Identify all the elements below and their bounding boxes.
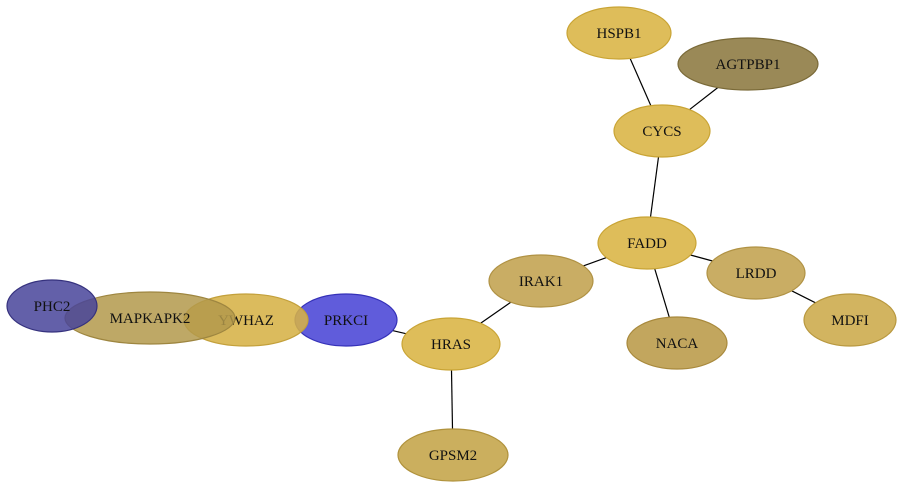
node-label: IRAK1 (519, 274, 563, 290)
node-gpsm2[interactable]: GPSM2 (397, 428, 509, 482)
node-label: PRKCI (324, 313, 368, 329)
node-label: MAPKAPK2 (110, 311, 191, 327)
node-label: MDFI (831, 313, 869, 329)
node-ellipse (613, 104, 711, 158)
node-label: FADD (627, 236, 667, 252)
node-label: HSPB1 (596, 26, 641, 42)
node-ellipse (597, 216, 697, 270)
node-irak1[interactable]: IRAK1 (488, 254, 594, 308)
node-ellipse (6, 279, 98, 333)
node-ellipse (803, 293, 897, 347)
node-hras[interactable]: HRAS (401, 317, 501, 371)
node-label: CYCS (642, 124, 681, 140)
edges-layer (392, 58, 816, 430)
edge-cycs-fadd (649, 156, 660, 218)
edge-agtpbp1-cycs (689, 87, 719, 111)
node-label: AGTPBP1 (715, 57, 780, 73)
node-ellipse (397, 428, 509, 482)
node-hspb1[interactable]: HSPB1 (566, 6, 672, 60)
node-ellipse (706, 246, 806, 300)
node-ellipse (566, 6, 672, 60)
node-ellipse (488, 254, 594, 308)
node-naca[interactable]: NACA (626, 316, 728, 370)
edge-lrdd-mdfi (791, 290, 816, 304)
edge-fadd-lrdd (690, 254, 713, 262)
node-lrdd[interactable]: LRDD (706, 246, 806, 300)
edge-prkci-hras (392, 330, 407, 335)
edge-fadd-naca (654, 268, 670, 318)
node-phc2[interactable]: PHC2 (6, 279, 98, 333)
edge-hspb1-cycs (629, 58, 652, 106)
node-cycs[interactable]: CYCS (613, 104, 711, 158)
node-label: GPSM2 (429, 448, 477, 464)
node-label: NACA (656, 336, 699, 352)
edge-irak1-hras (480, 301, 512, 324)
node-label: LRDD (736, 266, 777, 282)
node-agtpbp1[interactable]: AGTPBP1 (677, 37, 819, 91)
node-ellipse (401, 317, 501, 371)
node-label: PHC2 (34, 299, 71, 315)
node-prkci[interactable]: PRKCI (294, 293, 398, 347)
node-ellipse (677, 37, 819, 91)
node-ellipse (626, 316, 728, 370)
node-fadd[interactable]: FADD (597, 216, 697, 270)
node-mdfi[interactable]: MDFI (803, 293, 897, 347)
node-label: HRAS (431, 337, 471, 353)
edge-fadd-irak1 (583, 257, 607, 267)
edge-hras-gpsm2 (450, 369, 454, 430)
